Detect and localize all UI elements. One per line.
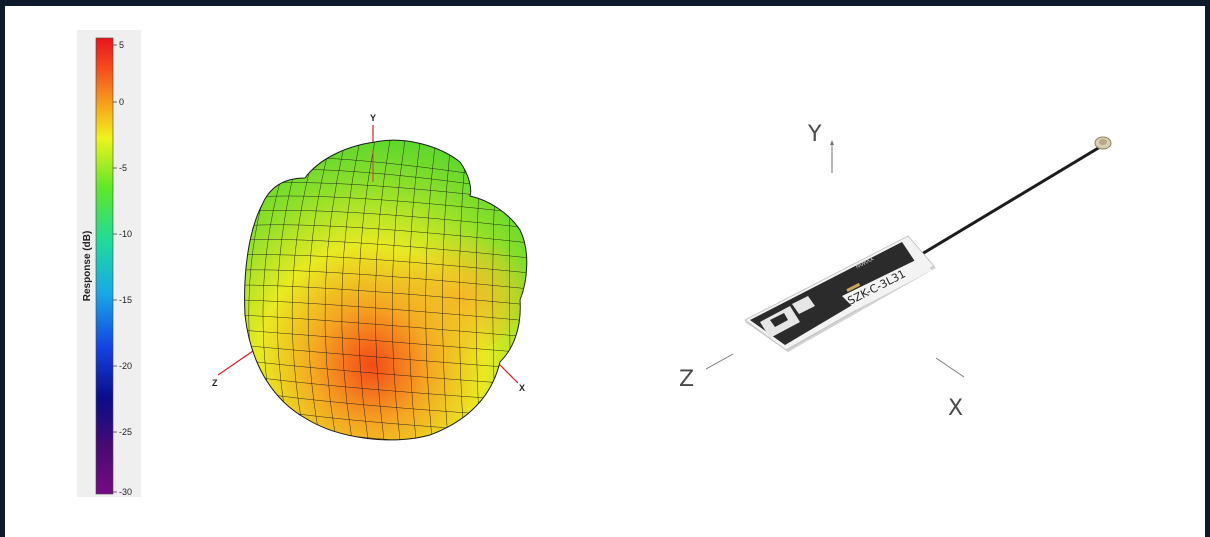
antenna-pcb: SZK-C-3L31 YYWW: [744, 235, 936, 352]
antenna-orientation-diagram: Y Z X SZK-C-3L31 YYWW: [679, 122, 1112, 421]
colorbar-tick-label: 0: [119, 97, 124, 107]
colorbar-tick-label: -30: [119, 487, 132, 497]
antenna-z-axis-label: Z: [679, 367, 694, 392]
colorbar-tick-label: -5: [119, 163, 127, 173]
colorbar-tick-label: -20: [119, 361, 132, 371]
pattern-z-axis-label: Z: [212, 378, 218, 388]
feed-point: [846, 282, 861, 292]
ufl-connector: [1094, 136, 1112, 150]
pattern-y-axis-label: Y: [370, 113, 376, 123]
colorbar-tick-label: -10: [119, 229, 132, 239]
antenna-z-axis-line: [705, 353, 734, 370]
colorbar-ticks: [113, 44, 117, 493]
antenna-y-axis-label: Y: [807, 122, 822, 147]
colorbar-tick-label: 5: [119, 40, 124, 50]
pattern-highlight: [355, 220, 525, 360]
colorbar-tick-label: -25: [119, 427, 132, 437]
antenna-y-axis-arrow: [830, 140, 834, 145]
colorbar-label: Response (dB): [82, 231, 93, 302]
colorbar: 5 0 -5 -10 -15 -20 -25 -30 Response (dB): [77, 30, 141, 497]
pattern-x-axis-label: X: [519, 383, 525, 393]
antenna-label-area: [842, 258, 932, 310]
radiation-pattern-3d: Y Z X: [212, 113, 528, 441]
colorbar-tick-label: -15: [119, 295, 132, 305]
antenna-x-axis-line: [935, 357, 965, 378]
colorbar-scale: [95, 37, 114, 495]
antenna-x-axis-label: X: [948, 396, 963, 421]
brand-logo: [760, 296, 815, 338]
